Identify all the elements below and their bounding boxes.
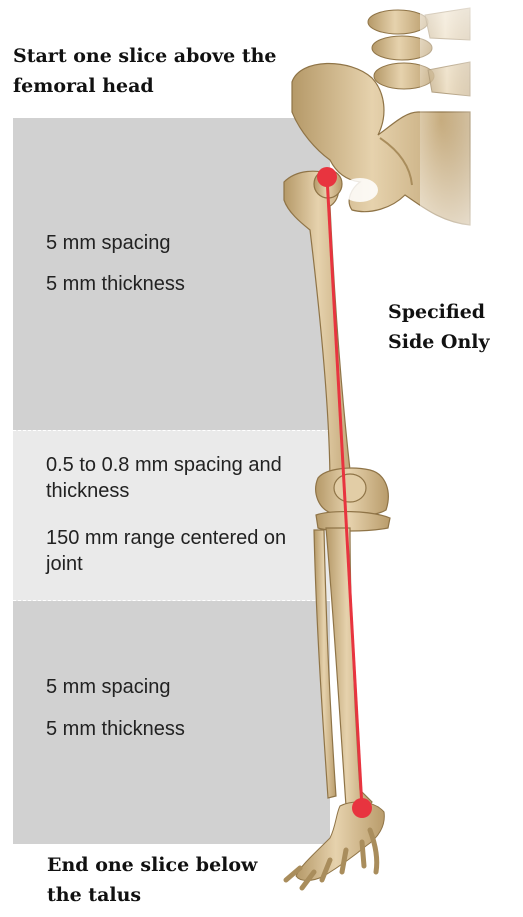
- end-marker: [352, 798, 372, 818]
- specified-side-label: Specified Side Only: [388, 297, 523, 357]
- knee-icon: [316, 468, 390, 531]
- femur-icon: [284, 170, 360, 487]
- foot-icon: [286, 802, 384, 888]
- start-instruction-label: Start one slice above the femoral head: [13, 41, 343, 101]
- start-marker: [317, 167, 337, 187]
- tibia-fibula-icon: [314, 528, 372, 810]
- end-instruction-label: End one slice below the talus: [47, 850, 287, 910]
